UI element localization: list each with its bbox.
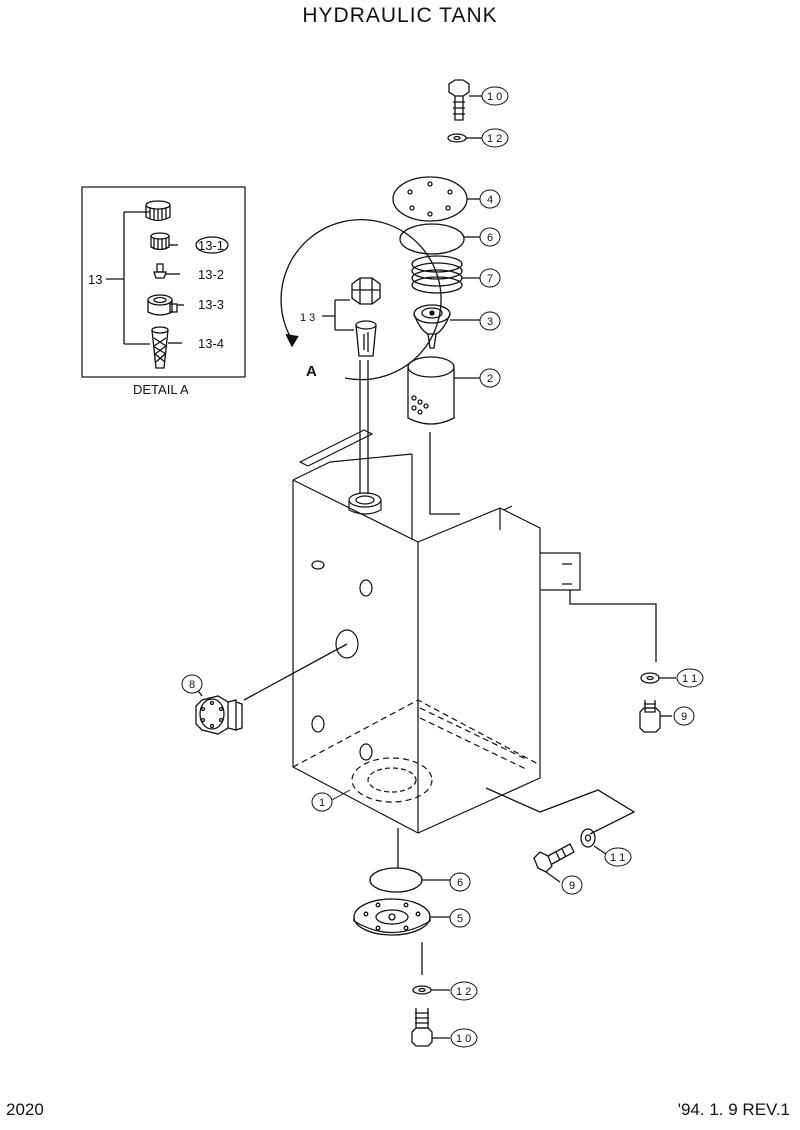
valve-3 <box>413 304 480 349</box>
svg-text:1 0: 1 0 <box>487 91 502 103</box>
svg-text:9: 9 <box>681 711 687 723</box>
svg-text:7: 7 <box>487 273 493 285</box>
callout-2: 2 <box>479 368 501 388</box>
plug-8 <box>195 643 348 735</box>
svg-text:1 2: 1 2 <box>456 986 471 998</box>
washer-11-bottom <box>580 828 607 855</box>
filter-leader-line <box>429 432 460 515</box>
cover-plate-5 <box>353 898 450 936</box>
svg-text:5: 5 <box>457 913 463 925</box>
spring-7 <box>411 255 480 294</box>
callout-11-bottom: 1 1 <box>604 847 632 867</box>
detail-part-13-3: 13-3 <box>198 297 224 312</box>
callout-6-bottom: 6 <box>449 872 471 892</box>
washer-12-top <box>447 133 482 143</box>
callout-4: 4 <box>479 189 501 209</box>
fitting-9-bottom <box>533 843 575 883</box>
svg-text:2: 2 <box>487 373 493 385</box>
detail-part-13-2: 13-2 <box>198 267 224 282</box>
callout-11-right: 1 1 <box>676 668 704 688</box>
svg-text:6: 6 <box>457 877 463 889</box>
callout-7: 7 <box>479 268 501 288</box>
detail-view-circle: 1 3 A <box>280 219 442 494</box>
callout-10-top: 1 0 <box>481 86 509 106</box>
svg-text:8: 8 <box>189 679 195 691</box>
callout-6-top: 6 <box>479 227 501 247</box>
svg-text:1 2: 1 2 <box>487 133 502 145</box>
svg-text:1 1: 1 1 <box>682 673 697 685</box>
svg-text:4: 4 <box>487 194 493 206</box>
breather-cap <box>145 200 171 222</box>
callout-9-right: 9 <box>673 706 695 726</box>
svg-text:3: 3 <box>487 316 493 328</box>
washer-12-bottom <box>412 985 450 995</box>
part-13-3: 13-3 <box>147 294 224 316</box>
detail-a-panel: 13 13-1 13-2 13 <box>81 186 246 378</box>
callout-10-bottom: 1 0 <box>450 1028 478 1048</box>
detail-part-13-1: 13-1 <box>198 238 224 253</box>
oring-6-bottom <box>369 867 450 893</box>
svg-text:6: 6 <box>487 232 493 244</box>
detail-part-13-4: 13-4 <box>198 336 224 351</box>
svg-text:1 1: 1 1 <box>610 852 625 864</box>
callout-12-bottom: 1 2 <box>450 981 478 1001</box>
washer-11-right <box>640 672 676 684</box>
page-number: 2020 <box>6 1100 44 1119</box>
page-title: HYDRAULIC TANK <box>302 4 498 27</box>
svg-text:1 0: 1 0 <box>456 1033 471 1045</box>
cover-plate-4 <box>392 176 480 222</box>
right-leader-line <box>569 590 657 662</box>
fitting-9-right <box>639 700 672 733</box>
callout-3: 3 <box>479 311 501 331</box>
callouts: 1 0 1 2 4 6 7 3 2 8 <box>181 86 704 1048</box>
fitting-10-top <box>448 79 482 121</box>
part-13-4-strainer: 13-4 <box>151 326 224 369</box>
svg-text:1: 1 <box>319 797 325 809</box>
revision-stamp: '94. 1. 9 REV.1 <box>677 1100 790 1119</box>
fitting-10-bottom <box>411 1008 450 1047</box>
part-13-2: 13-2 <box>153 263 224 282</box>
callout-1: 1 <box>311 789 351 812</box>
oring-6-top <box>399 223 480 255</box>
tank-body <box>292 429 581 834</box>
part-13-1: 13-1 <box>150 232 229 254</box>
view-marker-a: A <box>306 363 317 380</box>
callout-9-bottom: 9 <box>561 875 583 895</box>
inset-label: 1 3 <box>300 312 315 324</box>
svg-text:9: 9 <box>569 880 575 892</box>
callout-8: 8 <box>181 674 203 694</box>
detail-caption: DETAIL A <box>133 382 189 397</box>
bottom-right-leader-line <box>485 787 636 835</box>
detail-group-label: 13 <box>88 272 102 287</box>
callout-12-top: 1 2 <box>481 128 509 148</box>
callout-5: 5 <box>449 908 471 928</box>
filter-element-2 <box>407 356 480 425</box>
